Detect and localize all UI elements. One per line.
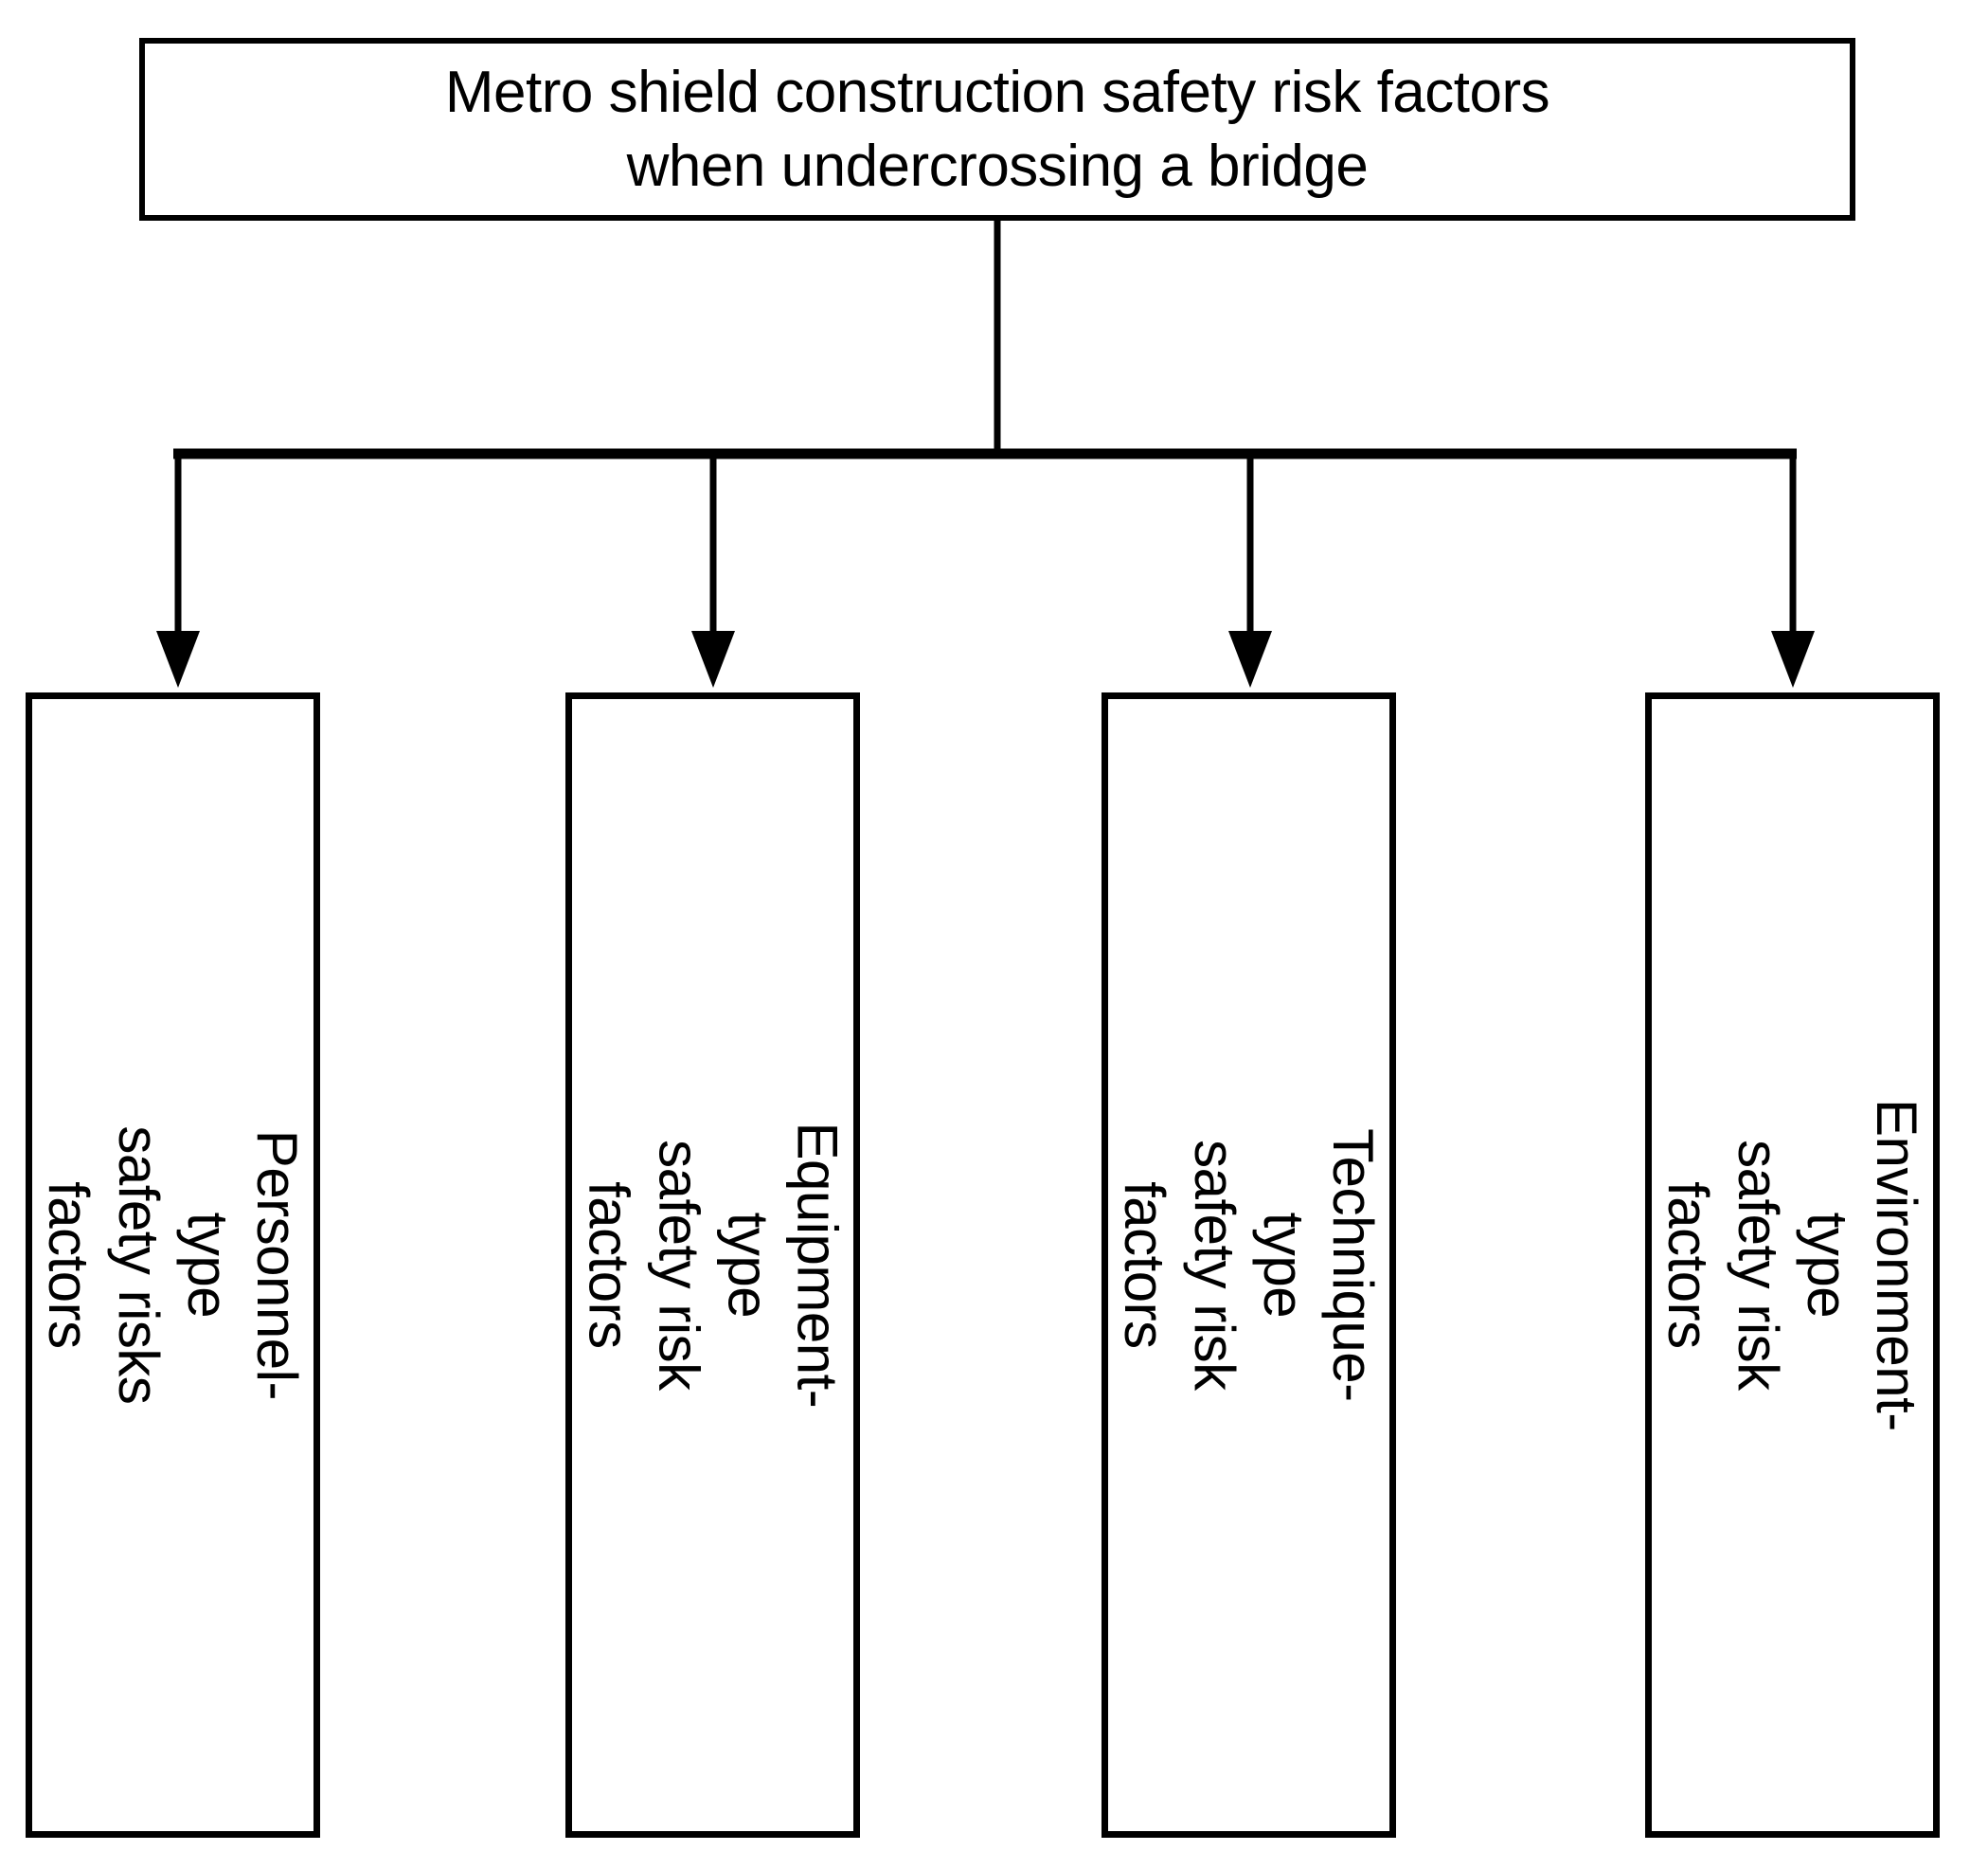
leaf-node-label-rotator: Equipment-type safety risk factors bbox=[574, 1123, 851, 1409]
root-node-label: Metro shield construction safety risk fa… bbox=[444, 60, 1550, 199]
leaf-node-box-equipment: Equipment-type safety risk factors bbox=[565, 692, 860, 1838]
arrowhead-icon-2 bbox=[691, 631, 735, 688]
leaf-node-box-technique: Technique-type safety risk factors bbox=[1101, 692, 1396, 1838]
leaf-node-label-personnel: Personnel-type safety risks factors bbox=[37, 1125, 309, 1405]
leaf-node-label-rotator: Environment-type safety risk factors bbox=[1654, 1099, 1931, 1431]
leaf-node-box-personnel: Personnel-type safety risks factors bbox=[26, 692, 320, 1838]
arrowhead-icon-3 bbox=[1228, 631, 1272, 688]
leaf-node-label-rotator: Technique-type safety risk factors bbox=[1110, 1124, 1388, 1406]
leaf-node-label-equipment: Equipment-type safety risk factors bbox=[577, 1122, 849, 1409]
arrowhead-icon-4 bbox=[1771, 631, 1815, 688]
leaf-node-label-environment: Environment-type safety risk factors bbox=[1657, 1099, 1928, 1431]
leaf-node-label-technique: Technique-type safety risk factors bbox=[1113, 1128, 1385, 1402]
leaf-node-box-environment: Environment-type safety risk factors bbox=[1645, 692, 1940, 1838]
leaf-node-label-rotator: Personnel-type safety risks factors bbox=[34, 1124, 312, 1406]
root-node-box: Metro shield construction safety risk fa… bbox=[139, 38, 1855, 221]
arrowhead-icon-1 bbox=[156, 631, 200, 688]
